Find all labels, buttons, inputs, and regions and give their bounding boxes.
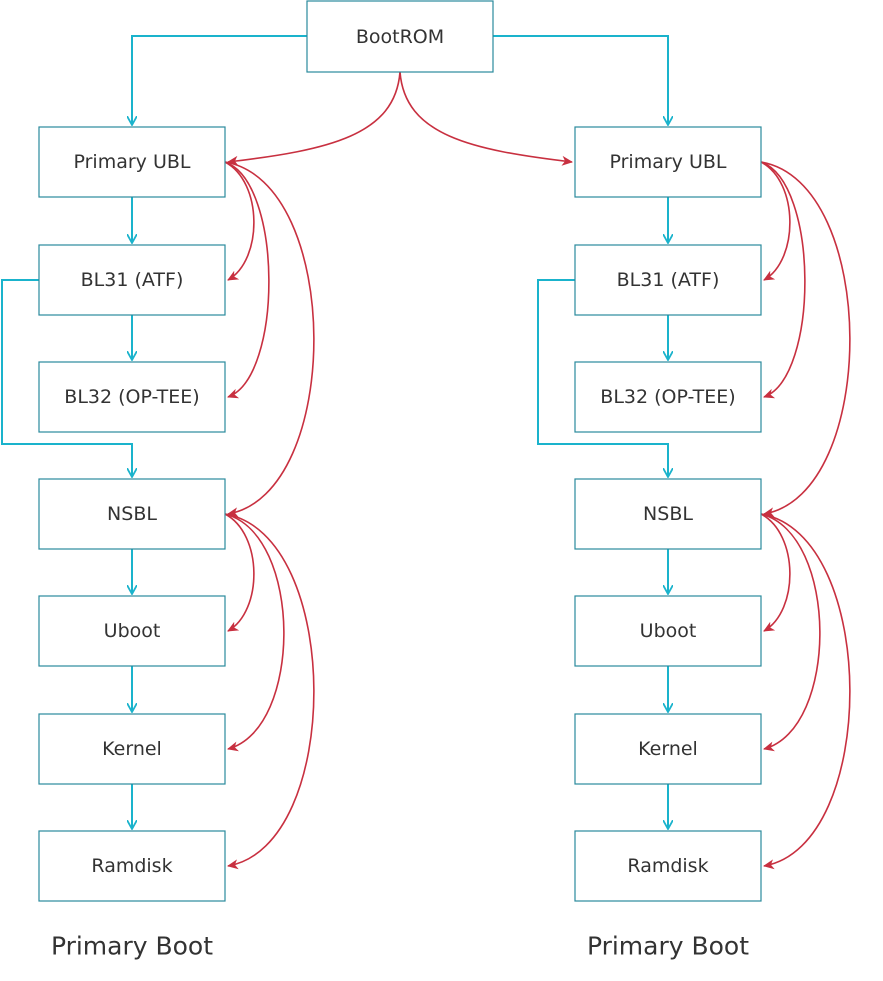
left-nsbl-load-arrow-6 — [224, 513, 315, 870]
left-nsbl-node: NSBL — [38, 478, 226, 550]
right-ramdisk-label: Ramdisk — [627, 855, 708, 877]
right-ubl-load-arrow-1 — [760, 161, 791, 281]
right-ubl-load-arrow-3 — [760, 161, 851, 518]
left-bl31-label: BL31 (ATF) — [81, 269, 184, 291]
left-bl31-node: BL31 (ATF) — [38, 244, 226, 316]
right-primary-ubl-label: Primary UBL — [610, 151, 727, 173]
right-bl32-node: BL32 (OP-TEE) — [574, 361, 762, 433]
right-kernel-label: Kernel — [638, 738, 698, 760]
left-primary-ubl-node: Primary UBL — [38, 126, 226, 198]
left-ubl-load-arrow-3 — [224, 161, 315, 518]
left-uboot-label: Uboot — [104, 620, 161, 642]
right-nsbl-node: NSBL — [574, 478, 762, 550]
left-nsbl-load-arrow-4 — [224, 513, 255, 632]
left-bl32-label: BL32 (OP-TEE) — [64, 386, 199, 408]
bootrom-load-right-arrow — [399, 71, 573, 166]
right-nsbl-load-arrow-4 — [760, 513, 791, 632]
right-nsbl-label: NSBL — [643, 503, 693, 525]
bootrom-to-right-arrow — [493, 35, 668, 124]
left-nsbl-label: NSBL — [107, 503, 157, 525]
left-ubl-load-arrow-1 — [224, 161, 255, 281]
right-caption: Primary Boot — [587, 932, 749, 961]
left-column: Primary UBL BL31 (ATF) BL32 (OP-TEE) NSB… — [38, 126, 226, 961]
bootrom-label: BootROM — [356, 26, 444, 48]
bootrom-to-left-arrow — [132, 35, 307, 124]
left-ubl-load-arrow-2 — [224, 161, 270, 399]
right-bl32-label: BL32 (OP-TEE) — [600, 386, 735, 408]
left-bl31-to-nsbl-arrow — [1, 279, 132, 476]
left-primary-ubl-label: Primary UBL — [74, 151, 191, 173]
right-ubl-load-arrow-2 — [760, 161, 806, 399]
left-nsbl-load-arrow-5 — [224, 513, 285, 752]
left-kernel-label: Kernel — [102, 738, 162, 760]
right-uboot-node: Uboot — [574, 595, 762, 667]
sequence-arrows — [1, 35, 668, 828]
left-caption: Primary Boot — [51, 932, 213, 961]
right-bl31-node: BL31 (ATF) — [574, 244, 762, 316]
right-kernel-node: Kernel — [574, 713, 762, 785]
load-arrows — [224, 71, 851, 870]
left-kernel-node: Kernel — [38, 713, 226, 785]
right-uboot-label: Uboot — [640, 620, 697, 642]
right-nsbl-load-arrow-6 — [760, 513, 851, 870]
bootrom-load-left-arrow — [227, 71, 401, 166]
right-bl31-label: BL31 (ATF) — [617, 269, 720, 291]
right-bl31-to-nsbl-arrow — [537, 279, 668, 476]
left-uboot-node: Uboot — [38, 595, 226, 667]
right-nsbl-load-arrow-5 — [760, 513, 821, 752]
left-ramdisk-label: Ramdisk — [91, 855, 172, 877]
right-primary-ubl-node: Primary UBL — [574, 126, 762, 198]
right-column: Primary UBL BL31 (ATF) BL32 (OP-TEE) NSB… — [574, 126, 762, 961]
bootrom-node: BootROM — [306, 0, 494, 73]
left-ramdisk-node: Ramdisk — [38, 830, 226, 902]
right-ramdisk-node: Ramdisk — [574, 830, 762, 902]
left-bl32-node: BL32 (OP-TEE) — [38, 361, 226, 433]
